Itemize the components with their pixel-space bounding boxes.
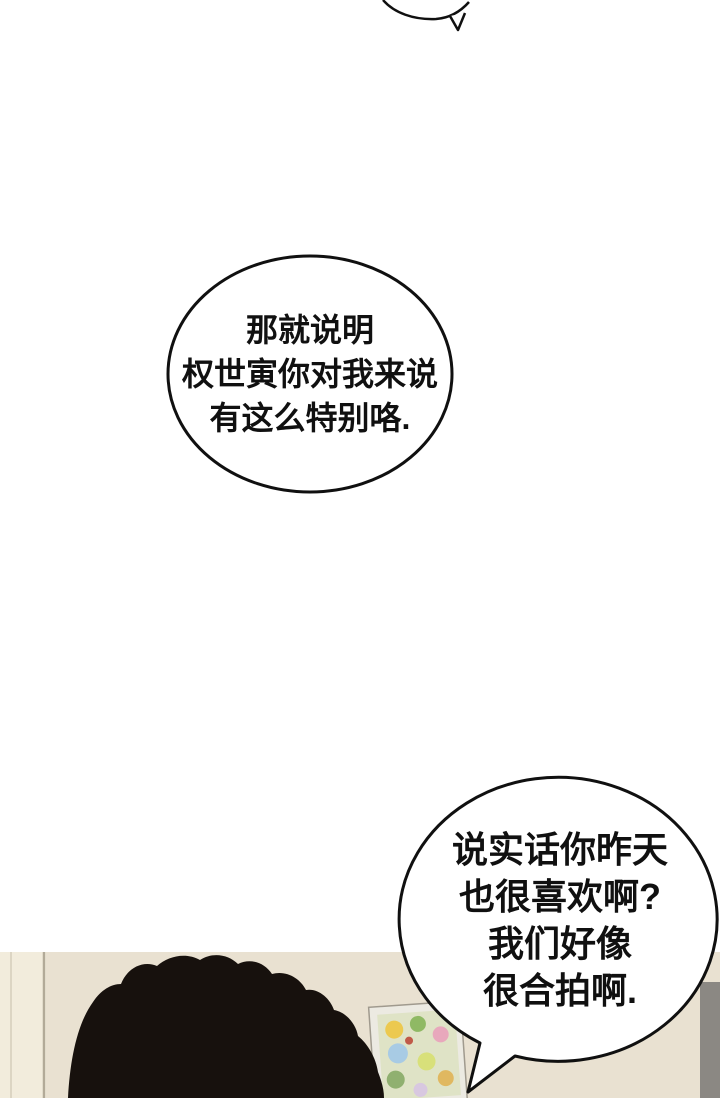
- character-hair: [68, 955, 384, 1098]
- speech-text-line: 我们好像: [487, 923, 632, 964]
- speech-text-line: 很合拍啊.: [482, 970, 637, 1011]
- art-blob: [437, 1070, 454, 1087]
- door-panel: [0, 952, 46, 1098]
- speech-bubble-middle: [166, 254, 454, 494]
- art-blob: [417, 1052, 436, 1071]
- top-bubble-arc: [382, 0, 470, 21]
- speech-bubble-middle-text: 那就说明 权世寅你对我来说 有这么特别咯.: [160, 308, 460, 440]
- picture-frame: [367, 1000, 469, 1098]
- speech-text-line: 有这么特别咯.: [209, 400, 411, 436]
- art-blob: [387, 1043, 408, 1064]
- art-blob: [432, 1026, 449, 1043]
- speech-text-line: 也很喜欢啊?: [459, 876, 661, 917]
- art-blob: [386, 1070, 405, 1089]
- speech-bubble-bottom-text: 说实话你昨天 也很喜欢啊? 我们好像 很合拍啊.: [410, 826, 710, 1014]
- speech-text-line: 说实话你昨天: [451, 829, 668, 870]
- art-blob: [405, 1036, 414, 1045]
- speech-text-line: 那就说明: [245, 312, 374, 348]
- art-blob: [409, 1015, 426, 1032]
- art-blob: [385, 1020, 404, 1039]
- top-bubble-tail: [448, 12, 467, 32]
- speech-bubble-bottom: [397, 775, 719, 1094]
- art-blob: [413, 1082, 428, 1097]
- door: [0, 952, 46, 1098]
- side-wall-edge: [700, 982, 720, 1098]
- speech-text-line: 权世寅你对我来说: [181, 356, 438, 392]
